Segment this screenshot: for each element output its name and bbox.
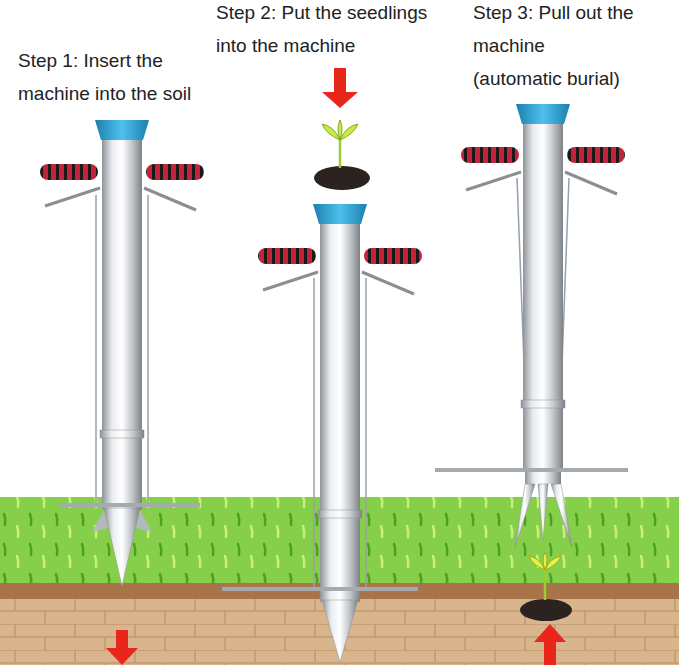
- arrow-head: [106, 648, 138, 665]
- lever-rod: [45, 188, 100, 206]
- handle-grip: [258, 248, 316, 264]
- open-jaw: [538, 484, 548, 540]
- wire-rod: [95, 195, 97, 505]
- wire-rod: [365, 278, 367, 588]
- stem: [544, 568, 547, 600]
- leaves: [322, 120, 358, 140]
- tube: [102, 138, 142, 510]
- lever-rod: [362, 272, 414, 294]
- cone-tip: [104, 508, 140, 586]
- direction-arrow: [322, 68, 358, 108]
- transplanter-tool: [222, 204, 422, 662]
- soil-ball: [314, 166, 370, 190]
- tube: [320, 222, 360, 602]
- funnel: [516, 104, 570, 124]
- jaw-flap: [136, 510, 152, 532]
- arrow-shaft: [334, 68, 346, 92]
- jaw-hinge: [525, 472, 561, 484]
- arrow-shaft: [544, 642, 556, 665]
- lever-rod: [144, 188, 196, 210]
- arrow-head: [534, 624, 566, 642]
- direction-arrow: [534, 624, 566, 665]
- handle-grip: [146, 164, 204, 180]
- transplanter-tool: [40, 120, 204, 586]
- cone-tip: [322, 600, 358, 662]
- lever-rod: [565, 172, 617, 194]
- collar: [100, 430, 144, 438]
- direction-arrow: [106, 630, 138, 665]
- open-jaw: [551, 484, 572, 548]
- funnel: [313, 204, 367, 224]
- foot-bar: [222, 587, 418, 591]
- tube: [523, 122, 563, 472]
- handle-grip: [567, 147, 625, 163]
- open-jaw: [515, 484, 535, 548]
- step-label: Step 3: Pull out the machine (automatic …: [473, 0, 637, 95]
- jaw-flap: [92, 510, 108, 532]
- arrow-head: [322, 92, 358, 108]
- step-label: Step 1: Insert the machine into the soil: [18, 44, 208, 110]
- handle-grip: [40, 164, 98, 180]
- collar: [318, 510, 362, 518]
- wire-rod: [313, 278, 315, 588]
- wire-rod: [147, 195, 149, 505]
- funnel: [95, 120, 149, 140]
- transplanter-tool: [435, 104, 628, 548]
- collar: [521, 400, 565, 408]
- lever-rod: [263, 272, 318, 290]
- soil-ball: [520, 599, 572, 621]
- seedling: [314, 120, 370, 190]
- leaves: [529, 552, 561, 570]
- foot-bar: [435, 468, 628, 472]
- foot-bar: [60, 503, 200, 507]
- handle-grip: [461, 147, 519, 163]
- stem: [339, 138, 342, 168]
- seedling: [520, 552, 572, 621]
- arrow-shaft: [116, 630, 128, 648]
- handle-grip: [364, 248, 422, 264]
- step-label: Step 2: Put the seedlings into the machi…: [216, 0, 448, 62]
- lever-rod: [466, 172, 521, 190]
